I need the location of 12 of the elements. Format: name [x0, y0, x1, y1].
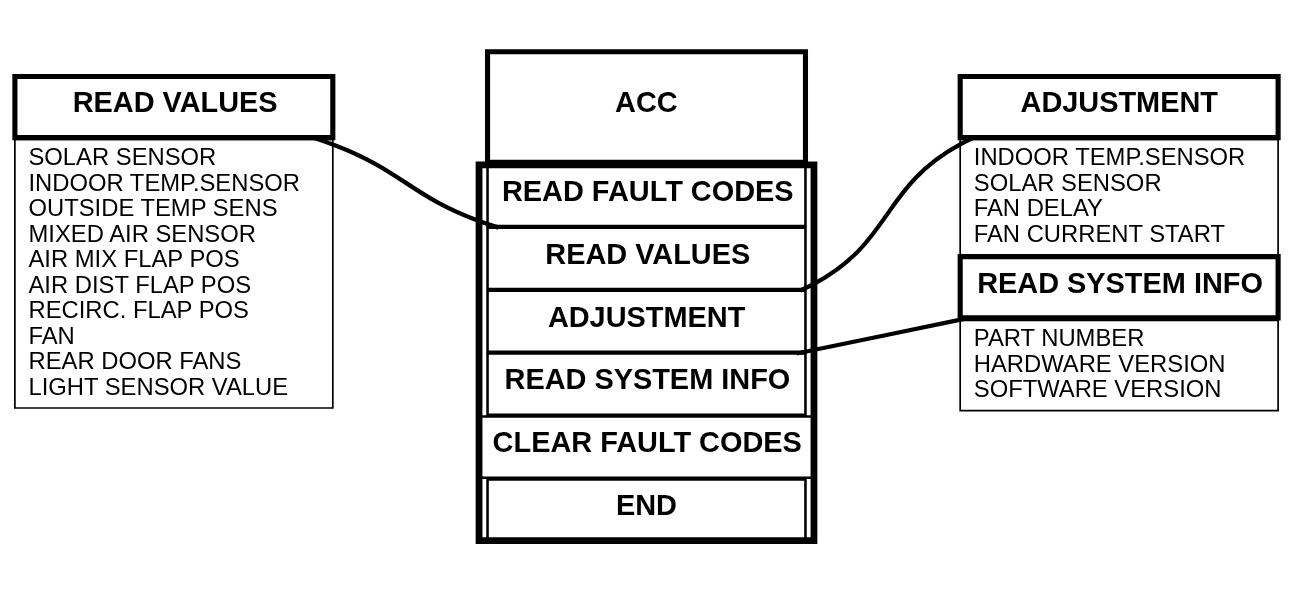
- connector: [799, 135, 975, 292]
- connector: [796, 315, 970, 356]
- node-box: READ VALUES: [12, 73, 336, 140]
- node-box: ACC: [484, 48, 808, 165]
- node-box: READ VALUES: [486, 226, 807, 290]
- node-box: ADJUSTMENT: [957, 73, 1281, 140]
- node-box: PART NUMBER HARDWARE VERSION SOFTWARE VERSION: [959, 319, 1279, 411]
- node-box: INDOOR TEMP.SENSOR SOLAR SENSOR FAN DELAY FAN CURRENT START: [959, 138, 1279, 256]
- node-box: ADJUSTMENT: [486, 288, 807, 353]
- node-box: READ SYSTEM INFO: [486, 351, 807, 416]
- node-box: SOLAR SENSOR INDOOR TEMP.SENSOR OUTSIDE TEMP SENS MIXED AIR SENSOR AIR MIX FLAP POS AIR DIST FLAP POS RECIRC. FLAP POS FAN REAR DOOR FANS LIGHT SENSOR VALUE: [14, 138, 334, 409]
- node-box: READ SYSTEM INFO: [957, 253, 1281, 320]
